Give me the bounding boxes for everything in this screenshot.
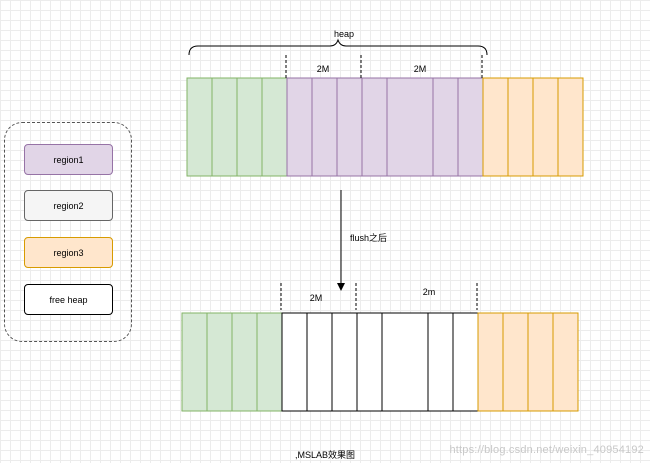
top-block-purple bbox=[432, 77, 459, 177]
heap-brace bbox=[188, 38, 488, 56]
bottom-heap-bar bbox=[181, 312, 579, 412]
top-block-purple bbox=[386, 77, 434, 177]
bottom-span-label-1: 2M bbox=[310, 293, 323, 303]
bottom-block-green bbox=[206, 312, 233, 412]
legend-region1: region1 bbox=[24, 144, 113, 175]
legend-free-heap: free heap bbox=[24, 284, 113, 315]
top-span-label-2: 2M bbox=[414, 64, 427, 74]
bottom-block-orange bbox=[552, 312, 579, 412]
top-block-purple bbox=[457, 77, 484, 177]
top-block-orange bbox=[532, 77, 559, 177]
bottom-span-label-2: 2m bbox=[423, 287, 436, 297]
heap-label: heap bbox=[334, 29, 354, 39]
top-block-purple bbox=[336, 77, 363, 177]
bottom-block-white bbox=[281, 312, 308, 412]
top-block-orange bbox=[557, 77, 584, 177]
bottom-block-green bbox=[181, 312, 208, 412]
bottom-block-white bbox=[306, 312, 333, 412]
legend-region3: region3 bbox=[24, 237, 113, 268]
top-heap-bar bbox=[186, 77, 584, 177]
legend-region2: region2 bbox=[24, 190, 113, 221]
top-block-orange bbox=[482, 77, 509, 177]
bottom-block-white bbox=[381, 312, 429, 412]
top-block-purple bbox=[311, 77, 338, 177]
bottom-block-white bbox=[452, 312, 479, 412]
legend-panel bbox=[4, 122, 132, 342]
top-block-orange bbox=[507, 77, 534, 177]
bottom-block-orange bbox=[527, 312, 554, 412]
bottom-block-orange bbox=[477, 312, 504, 412]
watermark: https://blog.csdn.net/weixin_40954192 bbox=[449, 444, 644, 456]
top-span-label-1: 2M bbox=[317, 64, 330, 74]
figure-caption: ,MSLAB效果图 bbox=[294, 450, 355, 460]
bottom-block-green bbox=[231, 312, 258, 412]
top-block-green bbox=[236, 77, 263, 177]
top-block-purple bbox=[286, 77, 313, 177]
bottom-block-orange bbox=[502, 312, 529, 412]
top-block-purple bbox=[361, 77, 388, 177]
top-block-green bbox=[186, 77, 213, 177]
flush-arrow-head bbox=[337, 283, 345, 291]
flush-label: flush之后 bbox=[350, 232, 387, 243]
top-block-green bbox=[211, 77, 238, 177]
bottom-block-green bbox=[256, 312, 283, 412]
bottom-block-white bbox=[331, 312, 358, 412]
top-block-green bbox=[261, 77, 288, 177]
bottom-block-white bbox=[356, 312, 383, 412]
bottom-block-white bbox=[427, 312, 454, 412]
